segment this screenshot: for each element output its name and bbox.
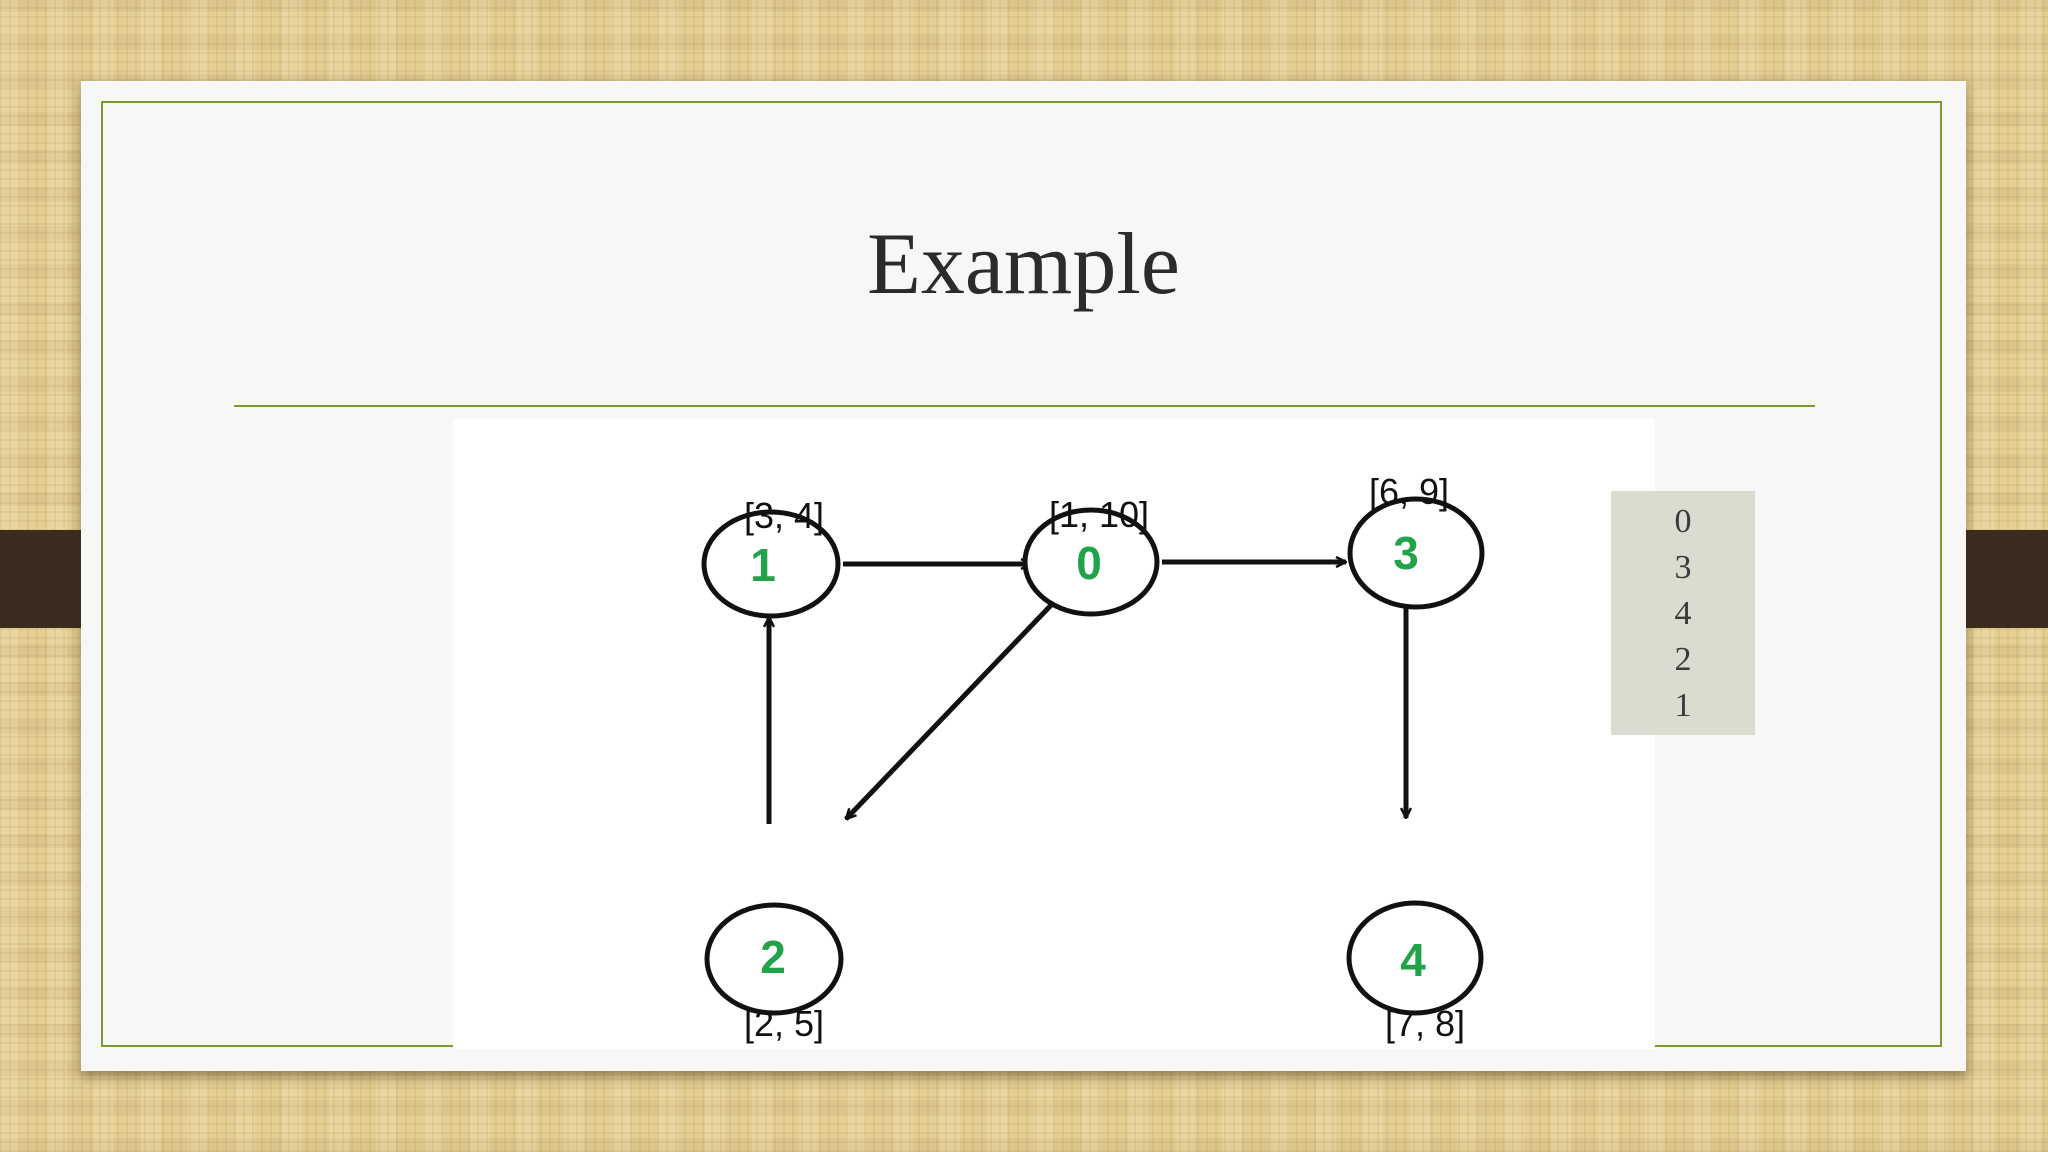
node-interval-label: [2, 5] bbox=[744, 1003, 824, 1044]
title-divider bbox=[234, 405, 1815, 407]
node-interval-label: [7, 8] bbox=[1385, 1003, 1465, 1044]
node-interval-label: [1, 10] bbox=[1049, 494, 1149, 535]
order-item: 0 bbox=[1674, 503, 1692, 540]
graph-node-3: 3 bbox=[1347, 496, 1485, 610]
graph-node-2: 2 bbox=[704, 902, 844, 1016]
order-item: 4 bbox=[1674, 595, 1692, 632]
slide: Example 1 [3, 4] 0 bbox=[81, 81, 1966, 1071]
graph-diagram: 1 [3, 4] 0 [1, 10] 3 [6, 9] 2 [2, 5] bbox=[453, 419, 1655, 1049]
graph-node-4: 4 bbox=[1346, 900, 1484, 1016]
node-id-label: 1 bbox=[750, 539, 776, 591]
node-id-label: 2 bbox=[760, 931, 786, 983]
topological-order-list: 0 3 4 2 1 bbox=[1611, 491, 1755, 735]
node-interval-label: [6, 9] bbox=[1369, 471, 1449, 512]
edge-0-to-2 bbox=[846, 598, 1058, 819]
slide-title: Example bbox=[867, 216, 1180, 313]
graph-svg: 1 [3, 4] 0 [1, 10] 3 [6, 9] 2 [2, 5] bbox=[701, 471, 1485, 1044]
graph-node-1: 1 bbox=[701, 509, 841, 619]
node-interval-label: [3, 4] bbox=[744, 495, 824, 536]
node-id-label: 3 bbox=[1393, 527, 1419, 579]
order-item: 3 bbox=[1674, 549, 1692, 586]
order-item: 2 bbox=[1674, 641, 1692, 678]
node-id-label: 4 bbox=[1400, 934, 1426, 986]
graph-node-0: 0 bbox=[1022, 507, 1160, 617]
node-id-label: 0 bbox=[1076, 537, 1102, 589]
order-item: 1 bbox=[1674, 687, 1692, 724]
